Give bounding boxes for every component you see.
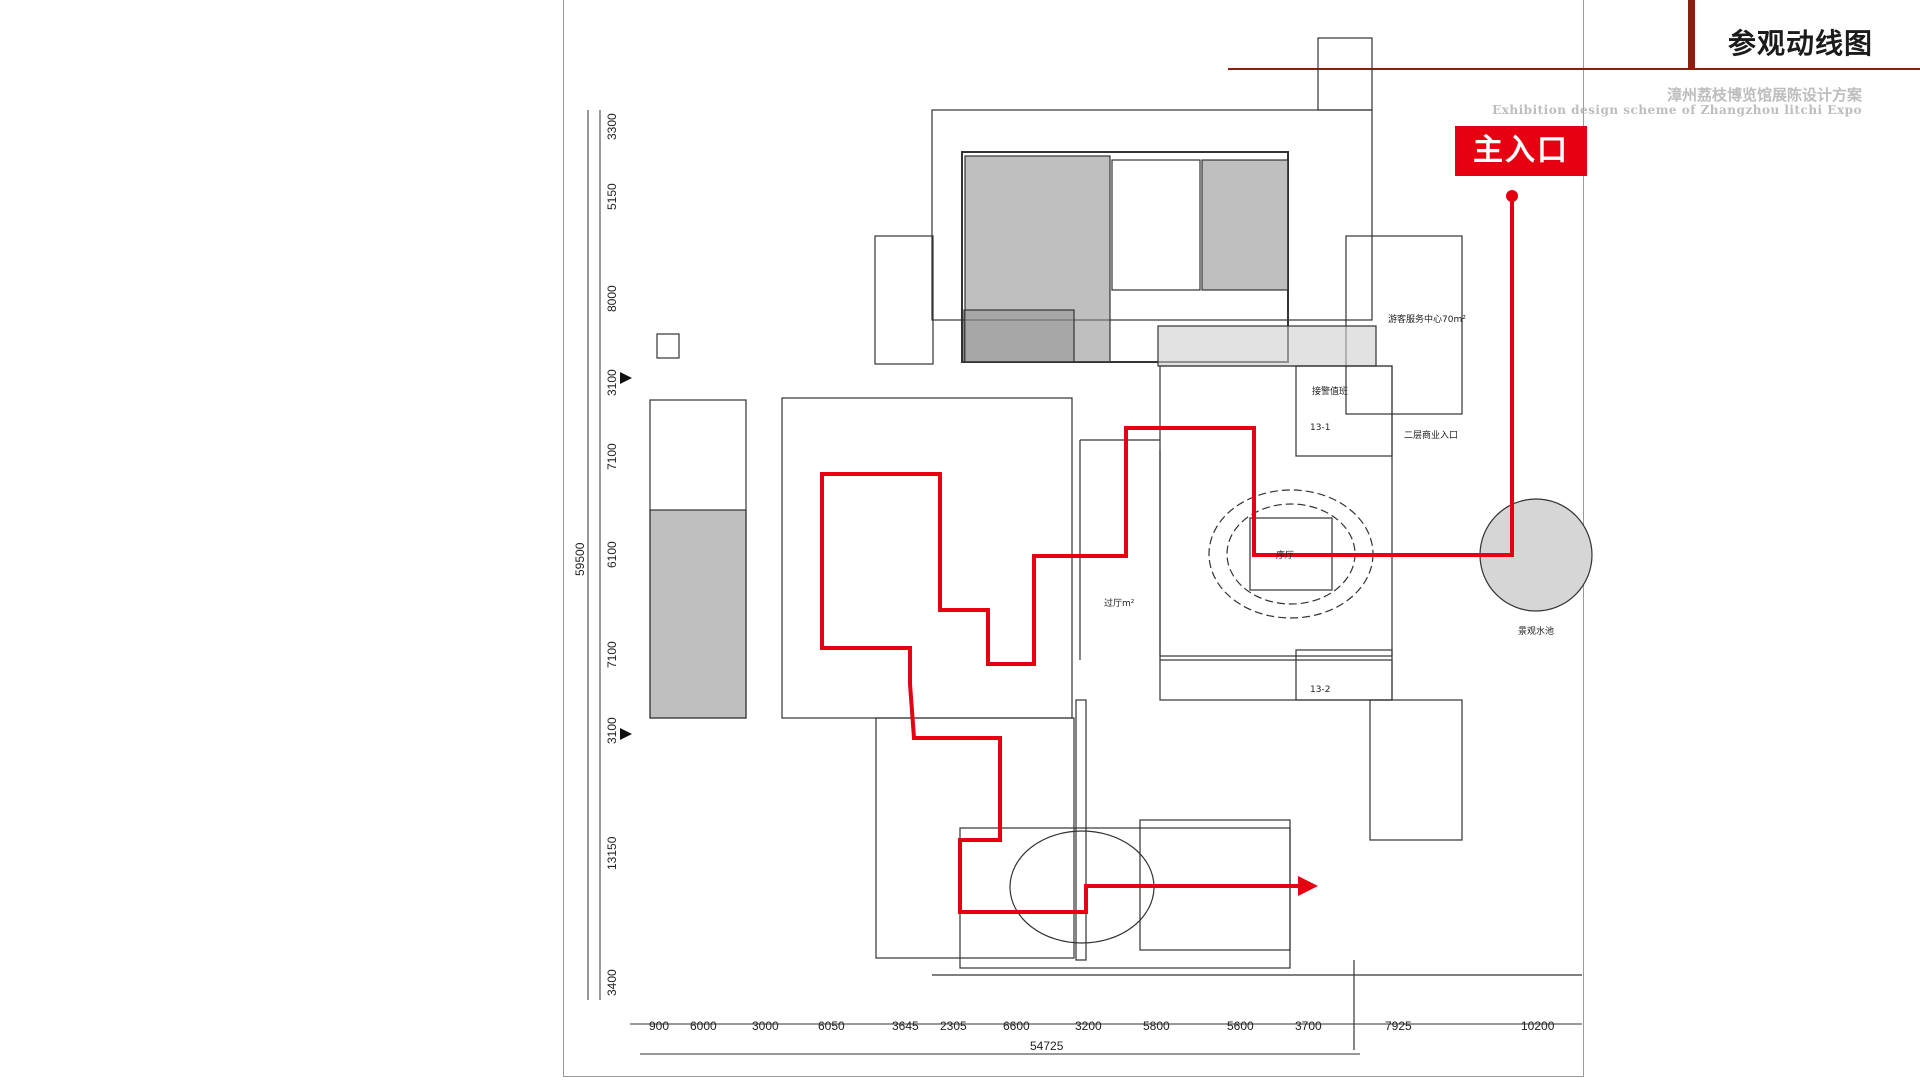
- page-title: 参观动线图: [1728, 27, 1874, 60]
- dim-left-8: 3100: [605, 717, 619, 744]
- dim-bottom-8: 3200: [1075, 1019, 1102, 1033]
- project-subtitle-cn: 漳州荔枝博览馆展陈设计方案: [1666, 86, 1862, 104]
- dim-bottom-4: 6050: [818, 1019, 845, 1033]
- dim-left-9: 13150: [605, 836, 619, 870]
- label-second-floor-entry: 二层商业入口: [1404, 429, 1458, 441]
- dim-left-6: 6100: [605, 541, 619, 568]
- dim-bottom-2: 6000: [690, 1019, 717, 1033]
- axis-marker-upper: [620, 372, 632, 384]
- axis-marker-lower: [620, 728, 632, 740]
- route-start-dot: [1506, 190, 1518, 202]
- dim-bottom-6: 2305: [940, 1019, 967, 1033]
- title-accent-bar: [1688, 0, 1695, 68]
- building-walls: [649, 37, 1593, 1050]
- dim-left-7: 7100: [605, 641, 619, 668]
- dim-left-1: 3300: [605, 113, 619, 140]
- dim-bottom-3: 3000: [752, 1019, 779, 1033]
- dim-bottom-10: 5600: [1227, 1019, 1254, 1033]
- dim-left-2: 5150: [605, 183, 619, 210]
- label-corridor: 过厅m²: [1104, 597, 1135, 609]
- label-room-13-1: 13-1: [1310, 423, 1330, 433]
- visit-route: [820, 196, 1514, 914]
- dim-bottom-11: 3700: [1295, 1019, 1322, 1033]
- left-dims: 3300 5150 8000 3100 7100 6100 7100 3100 …: [573, 113, 619, 996]
- dim-bottom-7: 6600: [1003, 1019, 1030, 1033]
- dim-bottom-1: 900: [649, 1019, 669, 1033]
- main-entrance-label: 主入口: [1455, 126, 1587, 176]
- route-arrow: [1298, 876, 1318, 896]
- dim-bottom-5: 3645: [892, 1019, 919, 1033]
- dim-bottom-9: 5800: [1143, 1019, 1170, 1033]
- label-visitor-center: 游客服务中心70m²: [1388, 313, 1466, 325]
- label-lobby: 序厅: [1276, 549, 1294, 561]
- title-divider: [1228, 68, 1920, 70]
- dim-bottom-total: 54725: [1030, 1039, 1064, 1053]
- project-subtitle-en: Exhibition design scheme of Zhangzhou li…: [1492, 103, 1862, 117]
- dim-left-5: 7100: [605, 443, 619, 470]
- dim-left-3: 8000: [605, 285, 619, 312]
- dim-left-4: 3100: [605, 369, 619, 396]
- dim-bottom-12: 7925: [1385, 1019, 1412, 1033]
- dim-left-total: 59500: [573, 542, 587, 576]
- dim-bottom-13: 10200: [1521, 1019, 1555, 1033]
- label-room-13-2: 13-2: [1310, 685, 1330, 695]
- label-garden: 景观水池: [1518, 625, 1554, 637]
- label-office: 接警值班: [1312, 385, 1348, 397]
- dim-left-10: 3400: [605, 969, 619, 996]
